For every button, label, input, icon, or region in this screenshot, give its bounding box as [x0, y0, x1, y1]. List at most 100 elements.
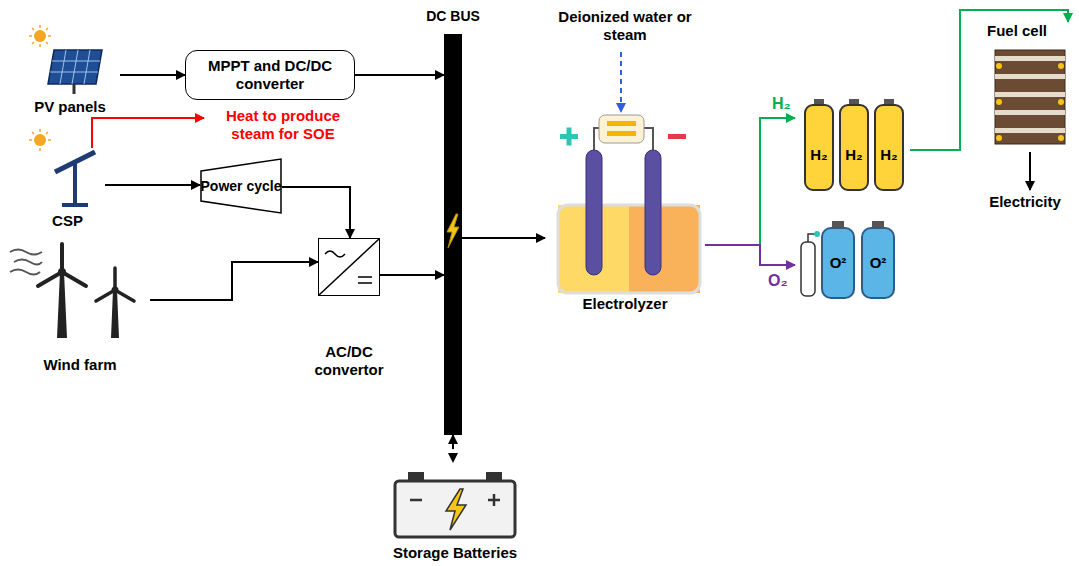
- battery-icon: [446, 489, 466, 530]
- fuel-cell-icon: [995, 92, 1065, 97]
- fuel-cell-icon: [995, 128, 1065, 133]
- wind-turbine-icon: [38, 272, 62, 286]
- battery-icon: [395, 481, 515, 537]
- acdc-converter-symbol: [358, 282, 372, 284]
- connector-arrow: [282, 187, 350, 238]
- pv-panel-icon: [29, 35, 32, 37]
- pv-panel-icon: [34, 30, 46, 42]
- wind-turbine-icon: [57, 272, 67, 338]
- connector-arrow: [705, 245, 795, 265]
- wind-turbine-icon: [10, 244, 134, 338]
- node-label: AC/DC convertor: [307, 343, 391, 379]
- node-label: Power cycle: [201, 178, 282, 195]
- oxygen-tanks-icon: [801, 221, 894, 298]
- wind-turbine-icon: [10, 250, 42, 275]
- node-label: PV panels: [34, 98, 106, 116]
- csp-icon: [48, 139, 51, 141]
- pv-panel-icon: [46, 42, 48, 44]
- process-box: MPPT and DC/DC converter: [185, 50, 355, 100]
- tank-label: H₂: [805, 146, 833, 164]
- node-label: CSP: [52, 212, 83, 230]
- connector-arrow: [910, 10, 1068, 150]
- node-label: DC BUS: [426, 8, 480, 25]
- csp-icon: [62, 203, 88, 207]
- connector-arrow: [452, 435, 454, 462]
- wind-turbine-icon: [38, 244, 86, 286]
- hydrogen-tanks-icon: [805, 99, 903, 190]
- node-label: Electrolyzer: [582, 295, 667, 313]
- wind-turbine-icon: [58, 268, 66, 276]
- tank-label: H₂: [875, 146, 903, 164]
- connector-arrow: [355, 74, 444, 76]
- connector-arrow: [120, 74, 185, 76]
- gas-tanks: H₂ H₂ H₂: [795, 95, 910, 195]
- fuel-cell-icon: [995, 50, 1065, 144]
- csp-icon: [32, 132, 34, 134]
- source-icon: PV panels: [20, 30, 120, 116]
- oxygen-tanks-icon: [801, 242, 815, 296]
- battery-icon: [395, 472, 515, 537]
- fuel-cell-icon: [1058, 63, 1064, 69]
- fuel-cell-icon: [1058, 99, 1064, 105]
- wind-turbine-icon: [10, 250, 42, 255]
- node-label: Fuel cell: [987, 22, 1047, 40]
- annotation-label: Heat to produce steam for SOE: [208, 107, 358, 143]
- pv-panel-icon: [29, 25, 102, 94]
- edge-label: H₂: [772, 94, 791, 113]
- pv-panel-icon: [39, 25, 41, 28]
- electrolyzer-icon: [629, 205, 700, 293]
- fuel-cell-icon: [995, 56, 1065, 61]
- csp-icon: [73, 162, 77, 205]
- fuel-cell-icon: [996, 63, 1002, 69]
- csp-icon: [39, 129, 41, 132]
- annotation-text: Deionized water or steam: [545, 8, 705, 44]
- csp-icon: [34, 134, 46, 146]
- wind-turbine-icon: [111, 290, 119, 338]
- gas-label: O₂: [768, 271, 788, 290]
- node-label: Electricity: [989, 193, 1061, 211]
- output-node: Electricity: [975, 190, 1075, 214]
- csp-icon: [39, 148, 41, 151]
- connector-arrow: [1029, 152, 1031, 190]
- pv-panel-icon: [52, 61, 100, 62]
- csp-icon: [29, 129, 51, 151]
- connector-arrow: [105, 184, 200, 186]
- fuel-cell-icon: [996, 63, 1064, 141]
- pv-panel-icon: [72, 50, 78, 84]
- node-label: Wind farm: [43, 356, 116, 374]
- annotation-label: Deionized water or steam: [545, 8, 705, 44]
- acdc-converter-symbol: [325, 251, 345, 257]
- wind-turbine-icon: [62, 272, 86, 286]
- fuel-cell-icon: [995, 74, 1065, 79]
- wind-turbine-icon: [96, 268, 134, 301]
- electrolyzer-icon: [668, 134, 686, 139]
- electrolyzer-unit: Electrolyzer: [545, 108, 705, 313]
- fuel-cell-icon: [995, 50, 1065, 144]
- acdc-converter-symbol: [319, 239, 379, 295]
- water-inlet-arrow: [620, 52, 622, 112]
- tank-label: H₂: [840, 146, 868, 164]
- pv-panel-icon: [32, 42, 34, 44]
- source-icon: CSP: [30, 130, 105, 230]
- oxygen-tanks-icon: [814, 231, 820, 237]
- connector-arrow: [705, 118, 795, 245]
- fuel-cell-unit: Fuel cell: [985, 22, 1073, 152]
- pv-panel-icon: [48, 35, 51, 37]
- electrolyzer-icon: [586, 150, 602, 275]
- acdc-converter-symbol: [319, 239, 379, 295]
- pv-panel-icon: [32, 28, 34, 30]
- pv-panel-icon: [48, 50, 102, 84]
- annotation-text: Heat to produce steam for SOE: [208, 107, 358, 143]
- connector-arrow: [150, 262, 318, 300]
- pv-panel-icon: [39, 44, 41, 47]
- edge-label: O₂: [768, 271, 788, 290]
- csp-icon: [29, 139, 32, 141]
- source-icon: Wind farm: [10, 232, 150, 374]
- oxygen-tanks-icon: [862, 228, 894, 298]
- fuel-cell-icon: [996, 99, 1002, 105]
- connector-arrow: [462, 237, 545, 239]
- electrolyzer-icon: [558, 205, 700, 293]
- wind-turbine-icon: [112, 287, 119, 294]
